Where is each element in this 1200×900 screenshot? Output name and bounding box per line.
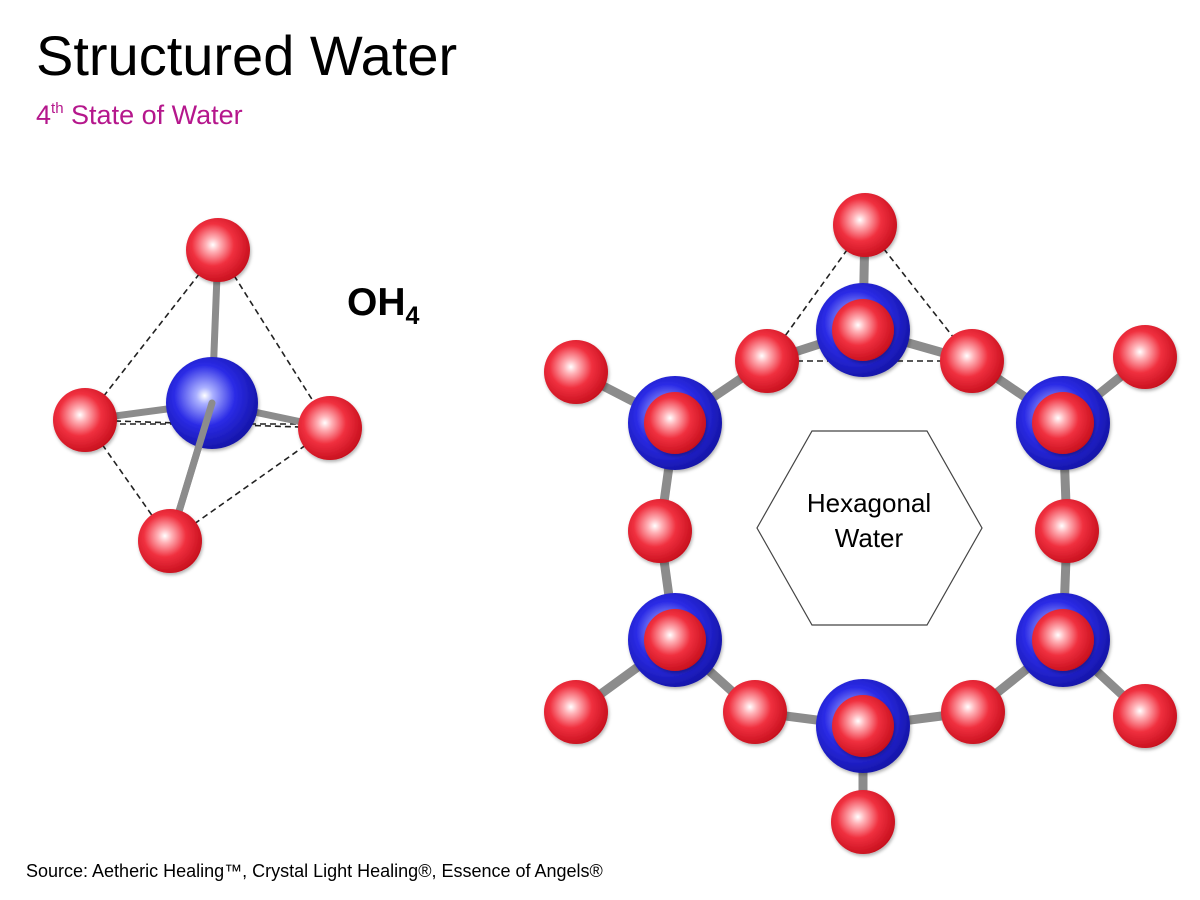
hydrogen-atom [1035,499,1099,563]
source-footer: Source: Aetheric Healing™, Crystal Light… [26,861,603,881]
formula-subscript: 4 [405,302,420,330]
hexagon-label-line1: Hexagonal [807,488,931,518]
hydrogen-atom [644,609,706,671]
hydrogen-atom [644,392,706,454]
hydrogen-atom-bottom [138,509,202,573]
page-title: Structured Water [36,24,458,87]
hydrogen-atom [735,329,799,393]
hydrogen-atom [941,680,1005,744]
hexagonal-ring: Hexagonal Water [544,193,1177,854]
hydrogen-atom [1113,684,1177,748]
hydrogen-atom [832,299,894,361]
subtitle-text: State of Water [63,100,243,130]
formula-main: OH [347,281,406,324]
hydrogen-atom-left [53,388,117,452]
hydrogen-atom-top [186,218,250,282]
hydrogen-atom [940,329,1004,393]
hydrogen-atom [832,695,894,757]
hydrogen-atom [544,680,608,744]
hydrogen-atom [628,499,692,563]
ring-hydrogen-atoms [544,193,1177,854]
subtitle-number: 4 [36,100,52,130]
hydrogen-atom [544,340,608,404]
page-subtitle: 4th State of Water [36,101,243,129]
tetrahedron-molecule [53,218,362,573]
hydrogen-atom [1032,609,1094,671]
hexagon-label-line2: Water [835,523,904,553]
hydrogen-atom [1032,392,1094,454]
hexagon-outline [756,430,983,626]
hydrogen-atom [831,790,895,854]
hydrogen-atom-right [298,396,362,460]
molecule-formula: OH4 [347,283,419,329]
subtitle-superscript: th [51,100,64,117]
hydrogen-atom [833,193,897,257]
hydrogen-atom [723,680,787,744]
hydrogen-atom [1113,325,1177,389]
